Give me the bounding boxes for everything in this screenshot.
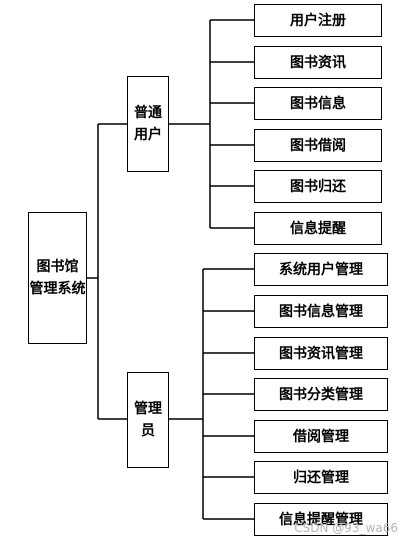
leaf-node: 图书信息 (254, 87, 382, 120)
leaf-node: 图书分类管理 (254, 378, 388, 411)
leaf-node: 图书信息管理 (254, 295, 388, 328)
leaf-node: 用户注册 (254, 4, 382, 37)
branch-node-admin: 管理 员 (127, 372, 169, 468)
root-node: 图书馆 管理系统 (28, 212, 87, 344)
leaf-node: 图书归还 (254, 170, 382, 203)
leaf-node: 系统用户管理 (254, 253, 388, 286)
branch-node-regular-user: 普通 用户 (127, 76, 169, 172)
leaf-node: 图书资讯 (254, 46, 382, 79)
leaf-node: 图书借阅 (254, 129, 382, 162)
leaf-node: 信息提醒 (254, 212, 382, 245)
watermark: CSDN @93_wa66 (294, 521, 398, 535)
leaf-node: 归还管理 (254, 461, 388, 494)
leaf-node: 图书资讯管理 (254, 337, 388, 370)
leaf-node: 借阅管理 (254, 420, 388, 453)
leaf-node: 信息提醒管理 (254, 503, 388, 536)
